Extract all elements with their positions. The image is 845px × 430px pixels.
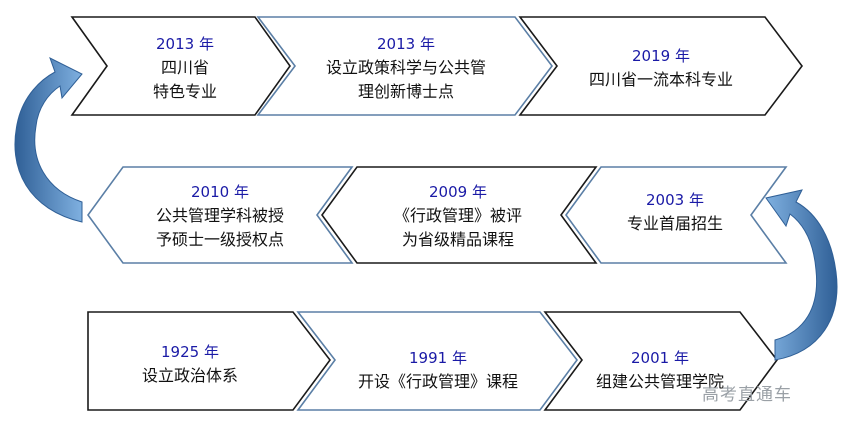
label-1925: 1925 年 设立政治体系 (100, 340, 280, 388)
event-line: 予硕士一级授权点 (155, 230, 284, 249)
event-line: 公共管理学科被授 (155, 206, 284, 225)
chevron-2019 (518, 16, 804, 116)
year-text: 2013 年 (156, 35, 214, 53)
label-2009: 2009 年 《行政管理》被评 为省级精品课程 (360, 180, 556, 252)
label-2010: 2010 年 公共管理学科被授 予硕士一级授权点 (125, 180, 315, 252)
event-line: 为省级精品课程 (401, 230, 514, 249)
chevron-1991 (296, 311, 579, 411)
label-2019: 2019 年 四川省一流本科专业 (565, 44, 757, 92)
curved-arrow-left (14, 56, 83, 223)
year-text: 2019 年 (632, 47, 690, 65)
label-2013-a: 2013 年 四川省 特色专业 (115, 32, 255, 104)
label-2013-b: 2013 年 设立政策科学与公共管 理创新博士点 (300, 32, 512, 104)
year-text: 2003 年 (646, 191, 704, 209)
event-line: 四川省 (160, 58, 209, 77)
label-2003: 2003 年 专业首届招生 (600, 188, 750, 236)
event-line: 开设《行政管理》课程 (357, 372, 518, 391)
watermark-text: 高考直通车 (702, 385, 792, 405)
chevron-2013-b (256, 16, 554, 116)
chevron-2013-a (70, 16, 291, 116)
year-text: 2013 年 (377, 35, 435, 53)
event-line: 《行政管理》被评 (393, 206, 522, 225)
year-text: 1925 年 (161, 343, 219, 361)
year-text: 2010 年 (191, 183, 249, 201)
year-text: 2001 年 (631, 349, 689, 367)
chevron-2001 (543, 311, 779, 411)
year-text: 2009 年 (429, 183, 487, 201)
event-line: 理创新博士点 (357, 82, 454, 101)
label-2001: 2001 年 组建公共管理学院 (580, 346, 740, 394)
chevron-2010 (87, 166, 354, 264)
chevron-2003 (565, 166, 788, 264)
event-line: 设立政治体系 (141, 366, 238, 385)
event-line: 四川省一流本科专业 (588, 70, 733, 89)
event-line: 特色专业 (152, 82, 217, 101)
chevron-2009 (321, 166, 598, 264)
event-line: 组建公共管理学院 (595, 372, 724, 391)
event-line: 设立政策科学与公共管 (325, 58, 486, 77)
year-text: 1991 年 (409, 349, 467, 367)
event-line: 专业首届招生 (626, 214, 723, 233)
label-1991: 1991 年 开设《行政管理》课程 (336, 346, 540, 394)
box-1925 (87, 311, 332, 411)
curved-arrow-right (765, 189, 838, 361)
